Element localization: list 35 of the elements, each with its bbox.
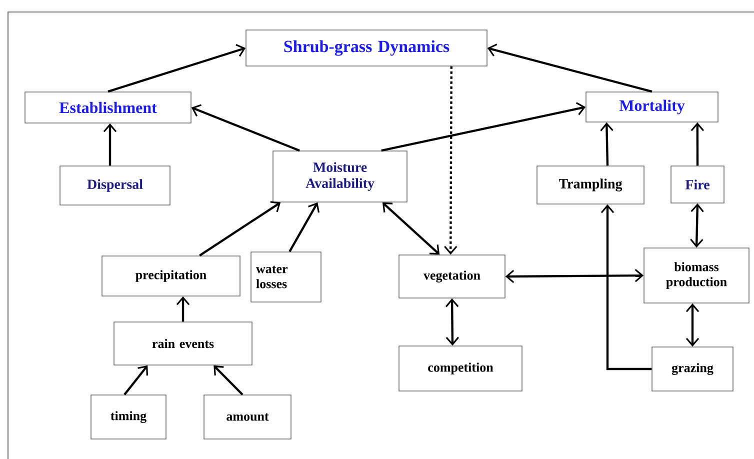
arrow <box>176 296 190 322</box>
arrow <box>124 365 148 396</box>
arrow <box>505 268 644 284</box>
factor-box: vegetation <box>398 254 506 298</box>
arrow <box>103 123 117 166</box>
arrow <box>288 202 320 252</box>
arrow <box>600 204 652 370</box>
arrow <box>214 365 244 396</box>
concept-box: Establishment <box>24 92 192 124</box>
concept-box: Mortality <box>586 92 718 122</box>
arrow <box>487 44 652 93</box>
arrow <box>686 303 700 347</box>
arrow <box>600 122 614 166</box>
factor-box: competition <box>398 346 522 392</box>
arrow <box>690 122 704 166</box>
factor-box: rain events <box>114 322 252 366</box>
arrow <box>381 102 586 152</box>
arrow <box>199 201 281 257</box>
factor-box: biomass production <box>644 248 750 304</box>
factor-box: precipitation <box>102 256 240 296</box>
factor-box: amount <box>204 394 292 440</box>
concept-box: Shrub-grass Dynamics <box>246 30 488 66</box>
factor-box: water losses <box>250 252 322 302</box>
factor-box: timing <box>90 394 166 440</box>
concept-box: Fire <box>670 166 724 204</box>
arrow <box>382 202 440 255</box>
arrow <box>191 104 300 152</box>
concept-box: Dispersal <box>60 166 170 206</box>
arrow <box>690 203 704 248</box>
factor-box: grazing <box>652 346 734 392</box>
arrow <box>445 298 460 346</box>
concept-box: Moisture Availability <box>272 150 408 202</box>
factor-box: Trampling <box>536 166 644 204</box>
arrow <box>444 66 458 255</box>
arrow <box>108 44 246 93</box>
